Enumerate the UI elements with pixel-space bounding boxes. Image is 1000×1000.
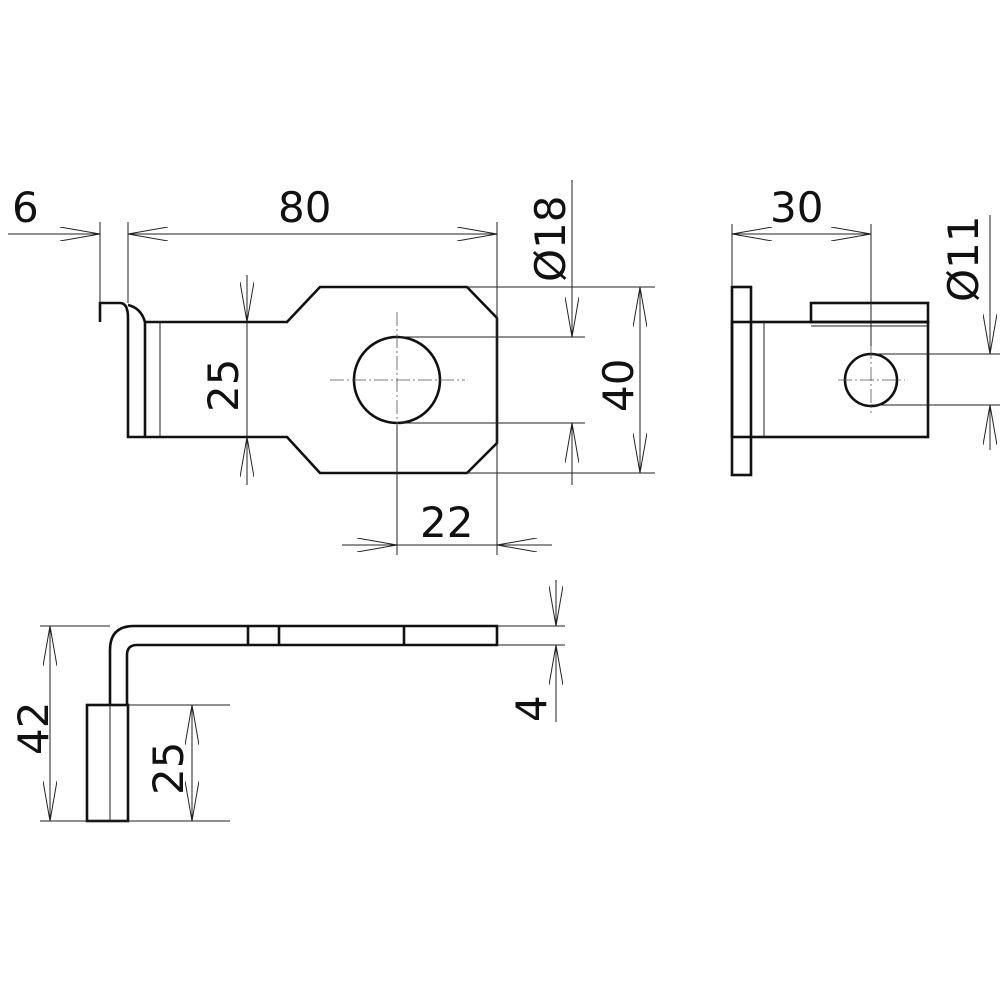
- dim-offset-22: 22: [420, 498, 473, 547]
- side-view: 30 Ø11: [730, 183, 1000, 477]
- dim-height-42: 42: [9, 702, 58, 755]
- dim-depth-30: 30: [770, 183, 823, 232]
- side-top-bar: [809, 301, 930, 324]
- front-profile: [108, 624, 499, 705]
- dim-hole-18: Ø18: [526, 195, 575, 282]
- dim-width-40: 40: [594, 359, 643, 412]
- side-flange: [730, 285, 753, 477]
- dim-hole-11: Ø11: [939, 215, 988, 302]
- dim-flange-6: 6: [12, 183, 39, 232]
- dim-neck-25: 25: [199, 359, 248, 412]
- dim-length-80: 80: [278, 183, 331, 232]
- dim-thickness-4: 4: [507, 695, 556, 722]
- dim-flange-25: 25: [144, 742, 193, 795]
- front-view: 42 25 4: [9, 580, 565, 823]
- front-flange: [85, 703, 130, 823]
- side-body: [730, 320, 930, 439]
- top-view: 6 80 25 Ø18 40 22: [8, 180, 655, 555]
